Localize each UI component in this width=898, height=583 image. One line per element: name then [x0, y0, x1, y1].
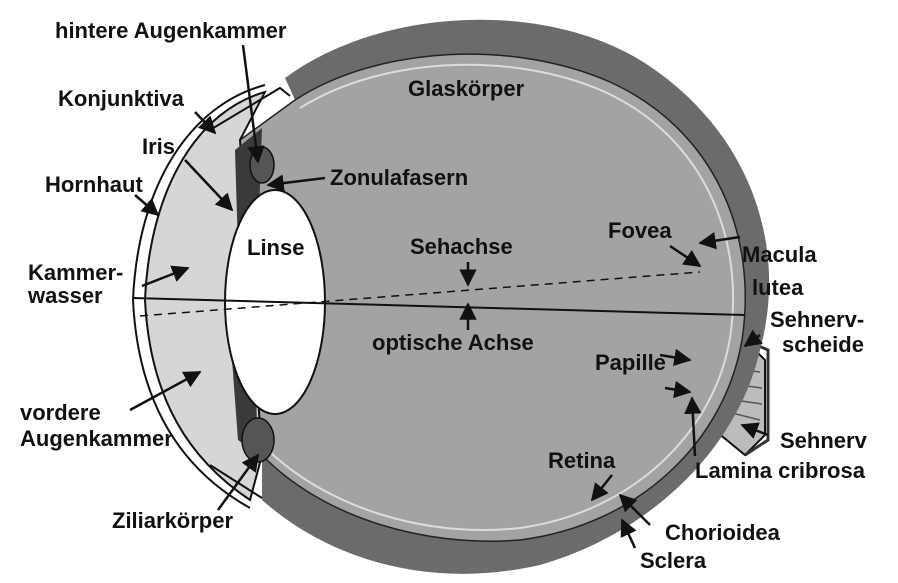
label-konjunktiva: Konjunktiva [58, 86, 185, 111]
label-fovea: Fovea [608, 218, 672, 243]
label-kammerwasser-1: Kammer- [28, 260, 123, 285]
label-linse: Linse [247, 235, 304, 260]
label-hintere-augenkammer: hintere Augenkammer [55, 18, 287, 43]
label-ziliarkoerper: Ziliarkörper [112, 508, 233, 533]
label-chorioidea: Chorioidea [665, 520, 781, 545]
label-vordere-augenkammer-2: Augenkammer [20, 426, 173, 451]
label-hornhaut: Hornhaut [45, 172, 143, 197]
label-retina: Retina [548, 448, 616, 473]
label-sehnerv: Sehnerv [780, 428, 868, 453]
label-macula-2: lutea [752, 275, 804, 300]
label-optische-achse: optische Achse [372, 330, 534, 355]
label-zonulafasern: Zonulafasern [330, 165, 468, 190]
label-sehnervscheide-1: Sehnerv- [770, 307, 864, 332]
label-sclera: Sclera [640, 548, 707, 573]
label-sehnervscheide-2: scheide [782, 332, 864, 357]
label-kammerwasser-2: wasser [27, 283, 103, 308]
label-sehachse: Sehachse [410, 234, 513, 259]
label-iris: Iris [142, 134, 175, 159]
label-glaskoerper: Glaskörper [408, 76, 525, 101]
label-macula-1: Macula [742, 242, 817, 267]
label-lamina-cribrosa: Lamina cribrosa [695, 458, 866, 483]
label-vordere-augenkammer-1: vordere [20, 400, 101, 425]
label-papille: Papille [595, 350, 666, 375]
